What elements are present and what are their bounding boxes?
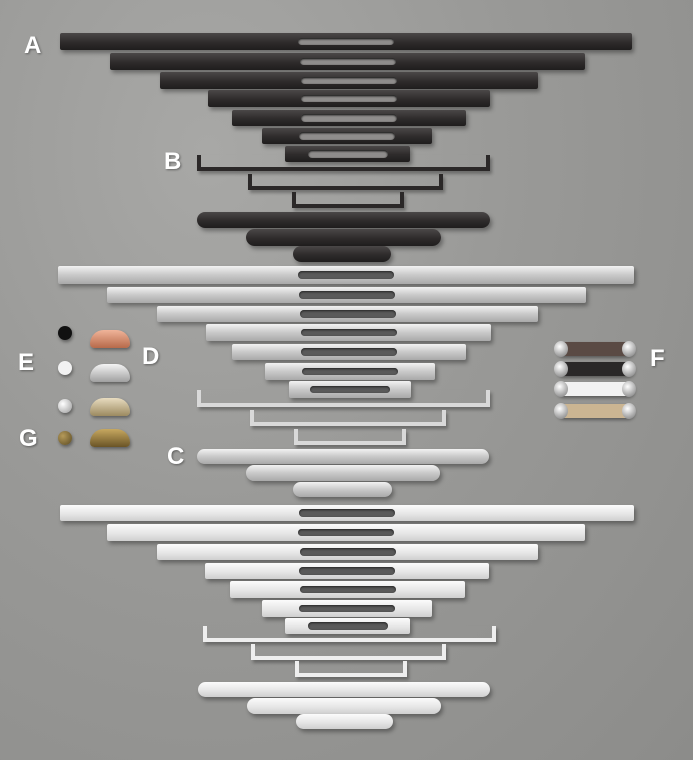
white-bracket-handle	[203, 626, 496, 642]
silver-slot-handle	[289, 381, 411, 398]
handle-slot	[299, 132, 395, 140]
label-f: F	[650, 345, 665, 372]
dark-bracket-handle	[292, 192, 404, 208]
handle-slot	[298, 291, 395, 299]
handle-slot	[298, 271, 394, 279]
handle-slot	[299, 585, 396, 594]
cabinet-knob	[58, 431, 72, 445]
handle-slot	[299, 604, 395, 613]
handle-slot	[299, 509, 395, 517]
metal-end-cap	[622, 341, 636, 357]
dark-rounded-bar-handle	[246, 229, 441, 246]
white-slot-handle	[285, 618, 410, 634]
white-rounded-bar-handle	[198, 682, 490, 697]
cabinet-knob	[58, 361, 72, 375]
handle-slot	[301, 348, 397, 356]
metal-end-cap	[554, 361, 568, 377]
silver-slot-handle	[107, 287, 586, 303]
dark-rounded-bar-handle	[293, 246, 391, 262]
leather-pull-handle	[554, 381, 636, 397]
metal-end-cap	[554, 403, 568, 419]
white-rounded-bar-handle	[296, 714, 393, 729]
leather-pull-handle	[554, 403, 636, 419]
silver-bracket-handle	[250, 410, 446, 426]
metal-end-cap	[622, 403, 636, 419]
white-slot-handle	[60, 505, 634, 521]
white-slot-handle	[262, 600, 432, 617]
white-slot-handle	[230, 581, 465, 598]
silver-slot-handle	[232, 344, 466, 360]
handle-slot	[310, 385, 390, 394]
silver-slot-handle	[206, 324, 491, 341]
handle-slot	[307, 622, 388, 630]
label-d: D	[142, 343, 160, 370]
handle-slot	[301, 94, 397, 103]
handle-slot	[307, 150, 388, 158]
silver-rounded-bar-handle	[197, 449, 489, 464]
handle-slot	[300, 328, 397, 337]
label-e: E	[18, 349, 35, 376]
handle-slot	[302, 367, 398, 376]
label-g: G	[19, 425, 38, 452]
silver-bracket-handle	[294, 429, 406, 445]
cup-pull	[90, 330, 130, 348]
white-rounded-bar-handle	[247, 698, 441, 714]
handle-slot	[299, 57, 396, 66]
silver-slot-handle	[157, 306, 538, 322]
dark-bracket-handle	[248, 174, 443, 190]
dark-slot-handle	[110, 53, 585, 70]
handle-slot	[298, 528, 394, 537]
dark-rounded-bar-handle	[197, 212, 490, 228]
metal-end-cap	[554, 341, 568, 357]
cup-pull	[90, 398, 130, 416]
cabinet-knob	[58, 399, 72, 413]
dark-slot-handle	[160, 72, 538, 89]
leather-pull-handle	[554, 361, 636, 377]
handle-slot	[299, 548, 396, 556]
silver-slot-handle	[265, 363, 435, 380]
white-slot-handle	[157, 544, 538, 560]
white-slot-handle	[107, 524, 585, 541]
white-bracket-handle	[295, 661, 407, 677]
cabinet-knob	[58, 326, 72, 340]
white-slot-handle	[205, 563, 489, 579]
handle-slot	[299, 567, 395, 575]
silver-bracket-handle	[197, 390, 490, 407]
label-b: B	[164, 148, 182, 175]
cup-pull	[90, 429, 130, 447]
handle-slot	[301, 76, 397, 85]
silver-slot-handle	[58, 266, 634, 284]
metal-end-cap	[622, 361, 636, 377]
white-bracket-handle	[251, 644, 446, 660]
label-a: A	[24, 32, 42, 59]
handle-slot	[301, 114, 397, 122]
leather-pull-handle	[554, 341, 636, 357]
handle-slot	[298, 37, 394, 46]
label-c: C	[167, 443, 185, 470]
handle-slot	[299, 310, 396, 318]
metal-end-cap	[554, 381, 568, 397]
dark-bracket-handle	[197, 155, 490, 171]
dark-slot-handle	[285, 146, 410, 162]
cup-pull	[90, 364, 130, 382]
dark-slot-handle	[60, 33, 632, 50]
dark-slot-handle	[232, 110, 466, 126]
silver-rounded-bar-handle	[246, 465, 440, 481]
silver-rounded-bar-handle	[293, 482, 392, 497]
metal-end-cap	[622, 381, 636, 397]
dark-slot-handle	[262, 128, 432, 144]
dark-slot-handle	[208, 90, 490, 107]
